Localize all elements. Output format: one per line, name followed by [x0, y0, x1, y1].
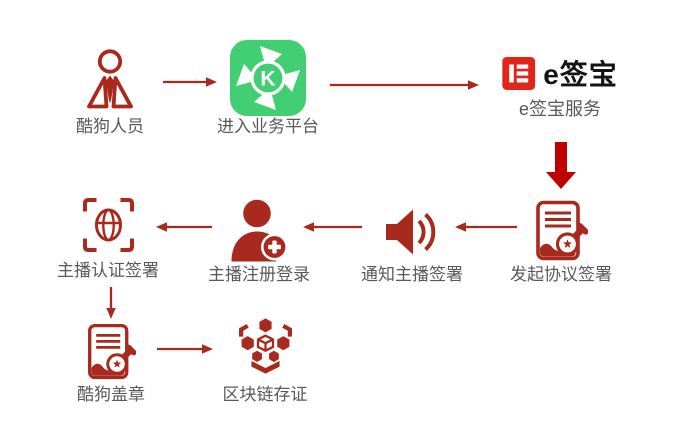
add-user-icon	[231, 199, 288, 262]
person-icon	[87, 49, 133, 109]
flow-arrow-down-thin	[106, 287, 116, 319]
node-enter-platform: K 进入业务平台	[217, 40, 319, 137]
esign-logo-text: e签宝	[543, 59, 618, 90]
kugou-app-icon: K	[230, 40, 306, 116]
node-label: 发起协议签署	[510, 265, 612, 284]
node-label: 酷狗人员	[76, 117, 144, 136]
face-scan-icon	[82, 198, 134, 252]
document-stamp-icon	[536, 200, 588, 261]
node-label: 主播认证签署	[57, 261, 159, 280]
esign-mark-icon	[502, 56, 536, 90]
node-anchor-register-login: 主播注册登录	[208, 198, 310, 285]
kugou-letter: K	[260, 68, 275, 91]
node-label: 区块链存证	[222, 385, 308, 404]
kugou-star-icon: K	[236, 46, 300, 110]
node-label: 主播注册登录	[208, 265, 310, 284]
node-blockchain-deposit: 区块链存证	[223, 316, 308, 405]
node-label: e签宝服务	[518, 99, 602, 119]
flow-arrow-right-3	[157, 344, 213, 354]
node-label: 进入业务平台	[217, 117, 319, 136]
flow-arrow-right-1	[163, 77, 217, 87]
flow-arrow-left-1	[455, 222, 517, 232]
node-kugou-staff: 酷狗人员	[76, 48, 144, 137]
node-esign-service: e签宝 e签宝服务	[502, 53, 618, 120]
node-kugou-stamp: 酷狗盖章	[77, 322, 145, 405]
node-anchor-auth-sign: 主播认证签署	[57, 197, 159, 281]
flow-arrow-right-2	[330, 80, 479, 90]
node-initiate-agreement-sign: 发起协议签署	[510, 200, 612, 285]
flow-arrow-left-2	[303, 222, 362, 232]
speaker-icon	[386, 209, 436, 255]
node-notify-anchor-sign: 通知主播签署	[361, 204, 463, 285]
flow-arrow-down-block	[546, 142, 576, 189]
flow-arrow-left-3	[156, 222, 212, 232]
esign-logo-icon: e签宝	[502, 53, 618, 93]
document-stamp-icon	[88, 323, 136, 380]
node-label: 通知主播签署	[361, 265, 463, 284]
node-label: 酷狗盖章	[77, 385, 145, 404]
blockchain-icon	[238, 318, 292, 374]
